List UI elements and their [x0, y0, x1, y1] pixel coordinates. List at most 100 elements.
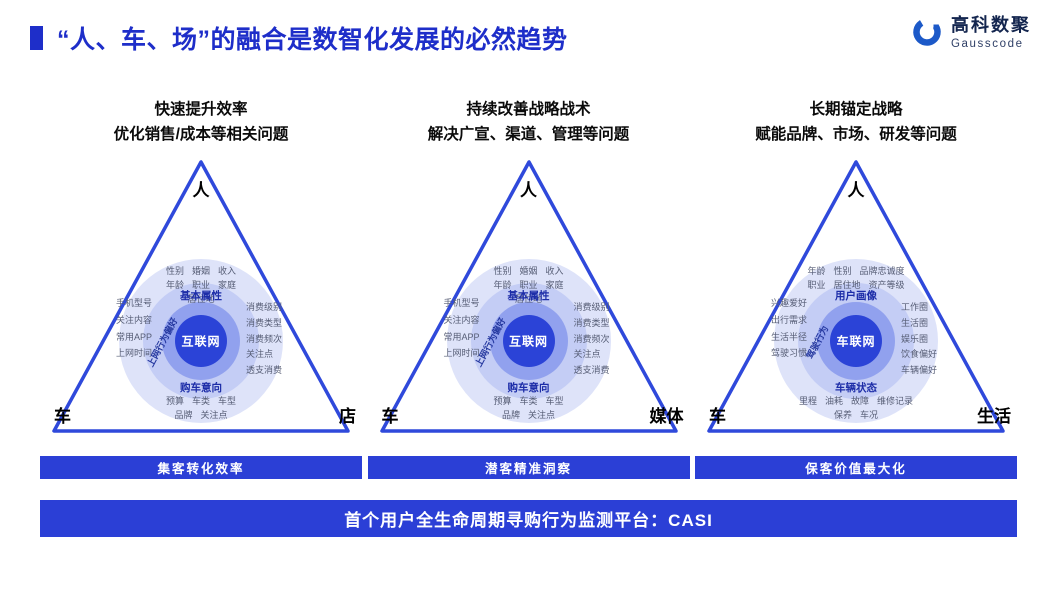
- label: 关注点: [246, 349, 274, 360]
- label: 车类: [519, 396, 538, 406]
- triangle-graphic: [379, 160, 678, 433]
- label: 年龄: [165, 279, 184, 290]
- label: 上网时间: [116, 348, 153, 359]
- label: 职业: [519, 279, 538, 290]
- lifestyle-labels: 兴趣爱好出行需求生活半径驾驶习惯: [771, 298, 807, 359]
- label: 居住地: [514, 293, 542, 304]
- life-circle-labels: 工作圈生活圈娱乐圈饮食偏好车辆偏好: [901, 302, 937, 376]
- label: 关注点: [528, 409, 556, 420]
- heading-line-1: 持续改善战略战术: [466, 101, 591, 118]
- label: 居住地: [833, 279, 861, 290]
- label: 故障: [851, 396, 870, 406]
- label: 消费频次: [573, 333, 610, 344]
- category-vehicle-status: 车辆状态: [835, 382, 877, 394]
- category-purchase-intent: 购车意向: [180, 382, 222, 394]
- label: 生活圈: [901, 317, 929, 328]
- center-network-label: 互联网: [181, 334, 221, 349]
- label: 常用APP: [116, 331, 153, 342]
- label: 消费级别: [246, 302, 283, 312]
- label: 婚姻: [519, 266, 538, 276]
- vertex-person: 人: [847, 181, 865, 200]
- column-1-banner: 集客转化效率: [40, 456, 362, 479]
- logo-name-en: Gausscode: [951, 37, 1024, 50]
- title-bullet-icon: [30, 26, 43, 50]
- center-network-label: 互联网: [508, 334, 549, 349]
- center-network-label: 车联网: [836, 334, 876, 349]
- column-2-banner: 潜客精准洞察: [367, 456, 690, 479]
- label: 年龄: [493, 279, 512, 290]
- label: 油耗: [824, 396, 843, 406]
- label: 车辆偏好: [901, 365, 938, 376]
- label: 消费类型: [246, 317, 283, 328]
- label: 消费频次: [246, 333, 283, 344]
- label: 品牌: [501, 409, 520, 420]
- label: 收入: [218, 266, 237, 276]
- column-3-heading: 长期锚定战略 赋能品牌、市场、研发等问题: [695, 98, 1017, 150]
- column-1-heading: 快速提升效率 优化销售/成本等相关问题: [40, 98, 362, 150]
- column-3-banner: 保客价值最大化: [695, 456, 1017, 479]
- heading-line-1: 快速提升效率: [154, 101, 248, 118]
- label: 关注点: [573, 349, 601, 360]
- slide-header: “人、车、场”的融合是数智化发展的必然趋势: [30, 20, 568, 56]
- label: 车型: [545, 396, 564, 406]
- label: 手机型号: [116, 298, 153, 308]
- footer-banner: 首个用户全生命周期寻购行为监测平台：CASI: [40, 500, 1017, 537]
- demographic-labels: 性别婚姻收入年龄职业家庭居住地: [161, 266, 241, 304]
- label: 兴趣爱好: [771, 298, 808, 308]
- consumption-labels: 消费级别消费类型消费频次关注点透支消费: [574, 302, 610, 376]
- label: 车型: [218, 396, 237, 406]
- label: 里程: [798, 396, 817, 406]
- label: 车况: [860, 409, 879, 420]
- label: 预算: [493, 396, 512, 406]
- heading-line-2: 优化销售/成本等相关问题: [113, 125, 289, 143]
- label: 性别: [493, 266, 512, 276]
- gausscode-logo-icon: [913, 18, 941, 46]
- purchase-intent-labels: 预算车类车型品牌关注点: [163, 396, 239, 421]
- purchase-intent-labels: 预算车类车型品牌关注点: [491, 396, 567, 421]
- category-basic-attributes: 基本属性: [507, 290, 550, 302]
- column-2: 持续改善战略战术 解决广宣、渠道、管理等问题 人 车 媒体 性别婚姻收入年龄职业…: [367, 98, 690, 479]
- label: 家庭: [545, 279, 564, 290]
- logo-name-cn: 高科数聚: [951, 15, 1031, 35]
- label: 年龄: [807, 266, 826, 276]
- vertex-person: 人: [192, 181, 210, 200]
- label: 消费类型: [573, 317, 610, 328]
- label: 手机型号: [443, 298, 480, 308]
- column-1: 快速提升效率 优化销售/成本等相关问题 人 车 店 性别婚姻收入年龄职业家庭居住…: [40, 98, 362, 479]
- label: 品牌: [174, 409, 193, 420]
- footer-text: 首个用户全生命周期寻购行为监测平台：CASI: [344, 511, 713, 530]
- label: 消费级别: [573, 302, 610, 312]
- label: 驾驶习惯: [771, 348, 808, 359]
- label: 透支消费: [573, 365, 610, 376]
- columns-row: 快速提升效率 优化销售/成本等相关问题 人 车 店 性别婚姻收入年龄职业家庭居住…: [40, 98, 1017, 479]
- column-3: 长期锚定战略 赋能品牌、市场、研发等问题 人 车 生活 年龄性别品牌忠诚度职业居…: [695, 98, 1017, 479]
- vertex-car: 车: [709, 407, 726, 426]
- vehicle-status-labels: 里程油耗故障维修记录保养车况: [791, 396, 921, 421]
- label: 职业: [807, 279, 826, 290]
- label: 保养: [833, 409, 852, 420]
- label: 职业: [191, 279, 210, 290]
- heading-line-1: 长期锚定战略: [809, 101, 903, 118]
- logo: 高科数聚 Gausscode: [911, 15, 1031, 50]
- label: 性别: [165, 266, 184, 276]
- label: 常用APP: [443, 331, 480, 342]
- label: 居住地: [187, 293, 215, 304]
- label: 性别: [833, 266, 852, 276]
- label: 饮食偏好: [901, 349, 938, 360]
- label: 家庭: [218, 279, 237, 290]
- triangle-graphic: [52, 160, 350, 433]
- consumption-labels: 消费级别消费类型消费频次关注点透支消费: [246, 302, 282, 376]
- vertex-life: 生活: [977, 407, 1011, 426]
- label: 预算: [165, 396, 184, 406]
- label: 出行需求: [771, 314, 808, 325]
- heading-line-2: 赋能品牌、市场、研发等问题: [755, 125, 957, 143]
- triangle-diagram-3: 人 车 生活 年龄性别品牌忠诚度职业居住地资产等级 兴趣爱好出行需求生活半径驾驶…: [695, 150, 1017, 448]
- label: 生活半径: [771, 331, 808, 342]
- demographic-labels: 性别婚姻收入年龄职业家庭居住地: [489, 266, 569, 304]
- label: 娱乐圈: [901, 333, 929, 344]
- label: 资产等级: [868, 279, 905, 290]
